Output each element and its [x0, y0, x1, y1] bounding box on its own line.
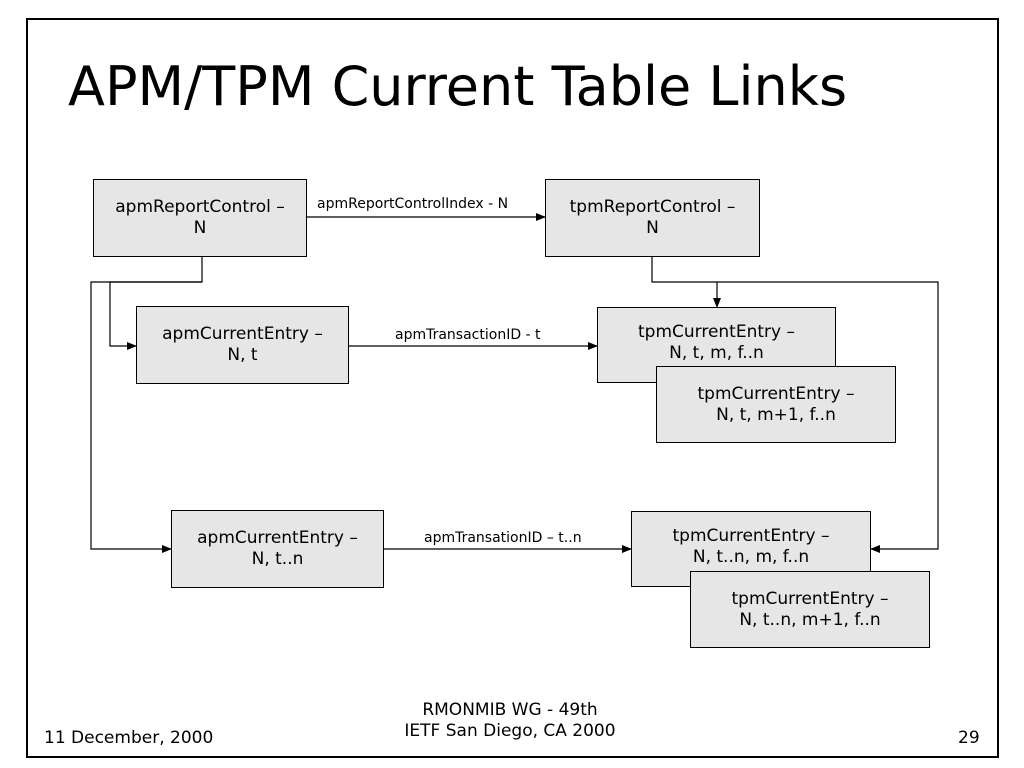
node-tpm-report-control: tpmReportControl – N [545, 179, 760, 257]
node-line-1: tpmCurrentEntry – [637, 322, 795, 342]
edge-label-report-control-index: apmReportControlIndex - N [317, 196, 509, 212]
node-line-1: apmReportControl – [115, 197, 285, 217]
footer-date: 11 December, 2000 [44, 728, 214, 748]
node-tpm-current-entry-1b: tpmCurrentEntry – N, t, m+1, f..n [656, 366, 896, 443]
node-tpm-current-entry-2b: tpmCurrentEntry – N, t..n, m+1, f..n [690, 571, 930, 648]
page-number: 29 [958, 728, 980, 748]
node-line-1: apmCurrentEntry – [162, 324, 323, 344]
node-line-1: tpmCurrentEntry – [672, 526, 830, 546]
footer-center: RMONMIB WG - 49th IETF San Diego, CA 200… [300, 700, 720, 742]
node-line-2: N [646, 218, 659, 238]
node-line-2: N, t..n, m+1, f..n [739, 609, 881, 630]
edge-apm-control-to-entry-2 [90, 281, 202, 553]
edge-tpm-control-to-entry-2 [717, 281, 939, 553]
edge-label-transaction-id: apmTransactionID - t [395, 327, 541, 343]
node-line-1: tpmCurrentEntry – [731, 588, 889, 609]
node-apm-report-control: apmReportControl – N [93, 179, 307, 257]
edge-label-transation-id-range: apmTransationID – t..n [424, 530, 582, 546]
node-line-1: tpmCurrentEntry – [697, 383, 855, 404]
slide-frame [26, 18, 999, 758]
node-line-2: N, t, m, f..n [669, 343, 764, 363]
node-line-1: apmCurrentEntry – [197, 528, 358, 548]
node-line-2: N, t, m+1, f..n [716, 404, 836, 425]
edge-tpm-control-to-entry-1 [651, 257, 721, 308]
node-line-1: tpmReportControl – [569, 197, 736, 217]
node-line-2: N, t [227, 345, 258, 365]
node-line-2: N, t..n [251, 549, 304, 569]
node-line-2: N [193, 218, 207, 238]
slide-title: APM/TPM Current Table Links [68, 55, 848, 118]
node-apm-current-entry-2: apmCurrentEntry – N, t..n [171, 510, 384, 588]
footer-center-line-1: RMONMIB WG - 49th [422, 700, 598, 720]
node-line-2: N, t..n, m, f..n [692, 547, 810, 567]
node-apm-current-entry-1: apmCurrentEntry – N, t [136, 306, 349, 384]
footer-center-line-2: IETF San Diego, CA 2000 [404, 721, 616, 741]
